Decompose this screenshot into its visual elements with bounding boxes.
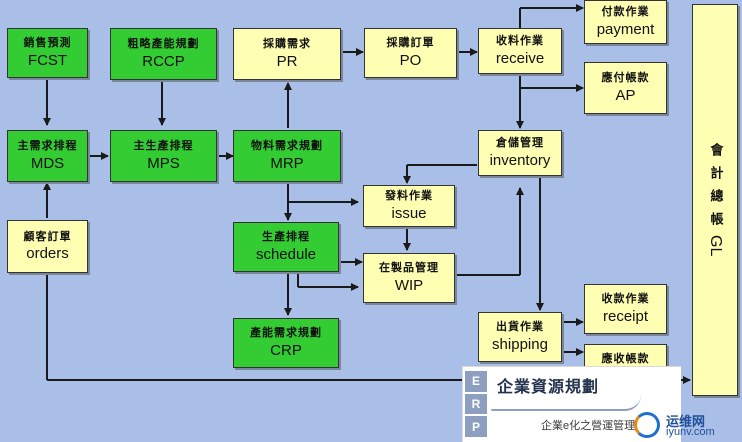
box-ap-en: AP xyxy=(615,86,636,104)
box-fcst-en: FCST xyxy=(27,51,68,69)
box-fcst-zh: 銷售預測 xyxy=(23,37,72,50)
box-mrp-en: MRP xyxy=(270,154,304,172)
box-wip-zh: 在製品管理 xyxy=(379,262,439,275)
box-mrp-zh: 物料需求規劃 xyxy=(251,140,323,153)
box-mps-en: MPS xyxy=(147,154,180,172)
box-receipt-en: receipt xyxy=(602,307,649,325)
logo-letter-p: P xyxy=(465,416,487,438)
box-mds-en: MDS xyxy=(30,154,65,172)
box-pr: 採購需求 PR xyxy=(233,28,341,80)
box-receipt: 收款作業 receipt xyxy=(584,284,667,334)
box-payment-en: payment xyxy=(596,20,655,38)
box-orders-zh: 顧客訂單 xyxy=(23,230,72,243)
box-schedule-zh: 生產排程 xyxy=(262,231,310,244)
box-receive-en: receive xyxy=(495,49,545,67)
box-mps: 主生產排程 MPS xyxy=(110,130,217,182)
box-ap-zh: 應付帳款 xyxy=(601,72,650,85)
box-issue-zh: 發料作業 xyxy=(385,190,433,203)
box-issue-en: issue xyxy=(391,204,427,222)
box-po-en: PO xyxy=(399,51,422,69)
logo-letter-r: R xyxy=(465,393,487,415)
box-inventory: 倉儲管理 inventory xyxy=(478,130,562,176)
box-wip: 在製品管理 WIP xyxy=(363,253,455,303)
box-shipping-zh: 出貨作業 xyxy=(496,321,544,334)
box-inventory-en: inventory xyxy=(489,151,551,169)
box-shipping-en: shipping xyxy=(492,335,548,353)
box-rccp-zh: 粗略產能規劃 xyxy=(127,38,200,51)
box-rccp: 粗略產能規劃 RCCP xyxy=(110,28,217,80)
box-receive: 收料作業 receive xyxy=(478,28,562,74)
box-orders: 顧客訂單 orders xyxy=(7,220,88,273)
box-inventory-zh: 倉儲管理 xyxy=(496,137,544,150)
box-ar-zh: 應收帳款 xyxy=(601,353,650,366)
box-po-zh: 採購訂單 xyxy=(386,37,435,50)
box-schedule-en: schedule xyxy=(255,245,317,263)
box-pr-zh: 採購需求 xyxy=(263,38,311,51)
box-crp-zh: 產能需求規劃 xyxy=(250,327,322,340)
box-receive-zh: 收料作業 xyxy=(496,35,544,48)
box-orders-en: orders xyxy=(26,245,69,263)
erp-letters: E R P xyxy=(465,371,487,438)
box-issue: 發料作業 issue xyxy=(363,185,455,227)
box-gl: 會計總帳 GL xyxy=(692,4,738,396)
box-wip-en: WIP xyxy=(394,276,424,294)
box-shipping: 出貨作業 shipping xyxy=(478,312,562,362)
box-payment: 付款作業 payment xyxy=(584,0,667,44)
watermark-logo-icon xyxy=(634,412,660,438)
box-fcst: 銷售預測 FCST xyxy=(7,28,88,78)
erp-logo: E R P 企業資源規劃 企業e化之營運管理 xyxy=(462,366,681,442)
logo-subtitle: 企業e化之營運管理 xyxy=(541,420,636,432)
site-watermark: 运维网 iyunv.com xyxy=(630,410,742,441)
box-ap: 應付帳款 AP xyxy=(584,62,667,114)
box-payment-zh: 付款作業 xyxy=(601,6,650,19)
box-gl-zh: 會計總帳 xyxy=(708,143,724,236)
box-mps-zh: 主生產排程 xyxy=(133,140,194,153)
box-gl-en: GL xyxy=(707,235,725,257)
box-mds: 主需求排程 MDS xyxy=(7,130,88,182)
box-rccp-en: RCCP xyxy=(142,52,185,70)
logo-title: 企業資源規劃 xyxy=(497,379,600,396)
box-mrp: 物料需求規劃 MRP xyxy=(233,130,341,182)
box-receipt-zh: 收款作業 xyxy=(601,293,650,306)
logo-swoosh xyxy=(491,395,641,411)
box-crp: 產能需求規劃 CRP xyxy=(233,318,339,368)
watermark-name: 运维网 xyxy=(666,414,706,429)
box-crp-en: CRP xyxy=(270,341,302,359)
watermark-url: iyunv.com xyxy=(666,426,715,438)
box-schedule: 生產排程 schedule xyxy=(233,222,339,272)
box-mds-zh: 主需求排程 xyxy=(17,140,78,153)
box-po: 採購訂單 PO xyxy=(364,28,457,78)
box-pr-en: PR xyxy=(276,52,298,70)
logo-letter-e: E xyxy=(465,371,487,392)
